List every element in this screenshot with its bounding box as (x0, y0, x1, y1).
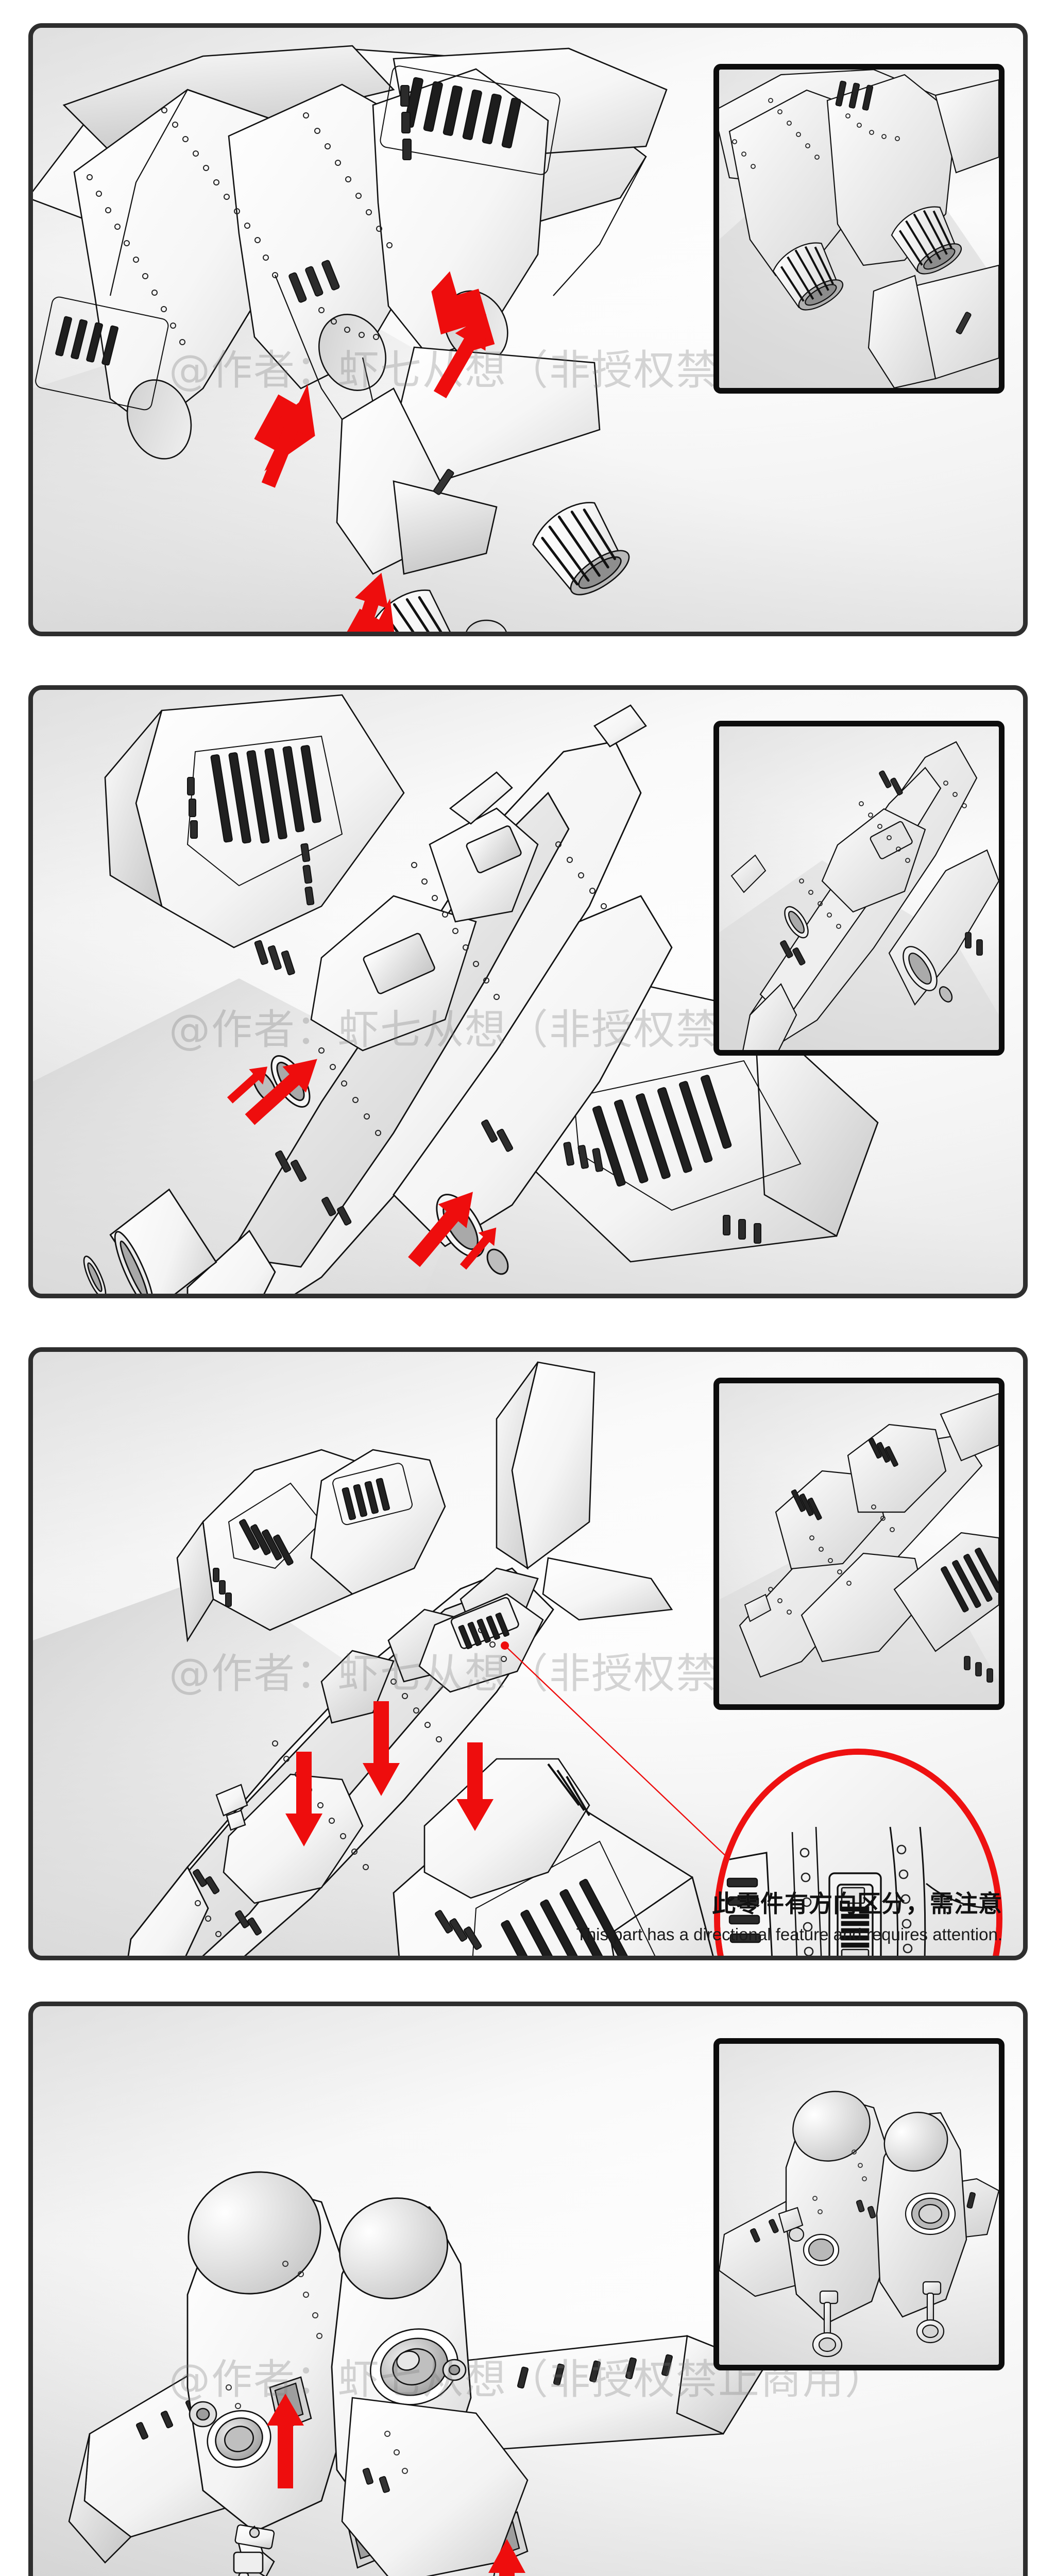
panel-4-assembly-arrows (267, 2394, 525, 2576)
arrow-up-icon (346, 572, 388, 632)
panel-1-arrows-overlay (261, 314, 486, 632)
step-panel-3: @作者：虾七从想（非授权禁止商用） (28, 1347, 1028, 1960)
arrow-up-icon (488, 2539, 525, 2576)
panel-3-directional-note: 此零件有方向区分，需注意 This part has a directional… (436, 1890, 1002, 1944)
step-panel-4: @作者：虾七从想（非授权禁止商用） (28, 2002, 1028, 2576)
arrow-up-icon (245, 1059, 317, 1125)
arrow-up-icon (460, 1227, 497, 1270)
arrow-up-icon (261, 399, 308, 488)
arrow-up-icon (433, 314, 486, 398)
directional-note-chinese: 此零件有方向区分，需注意 (712, 1890, 1002, 1918)
panel-2-assembly-arrows (227, 1059, 497, 1270)
directional-note-english: This part has a directional feature and … (576, 1925, 1002, 1944)
step-panel-1: @作者：虾七从想（非授权禁止商用） (28, 23, 1028, 636)
arrow-up-icon (267, 2394, 304, 2488)
step-panel-2: @作者：虾七从想（非授权禁止商用） (28, 685, 1028, 1298)
